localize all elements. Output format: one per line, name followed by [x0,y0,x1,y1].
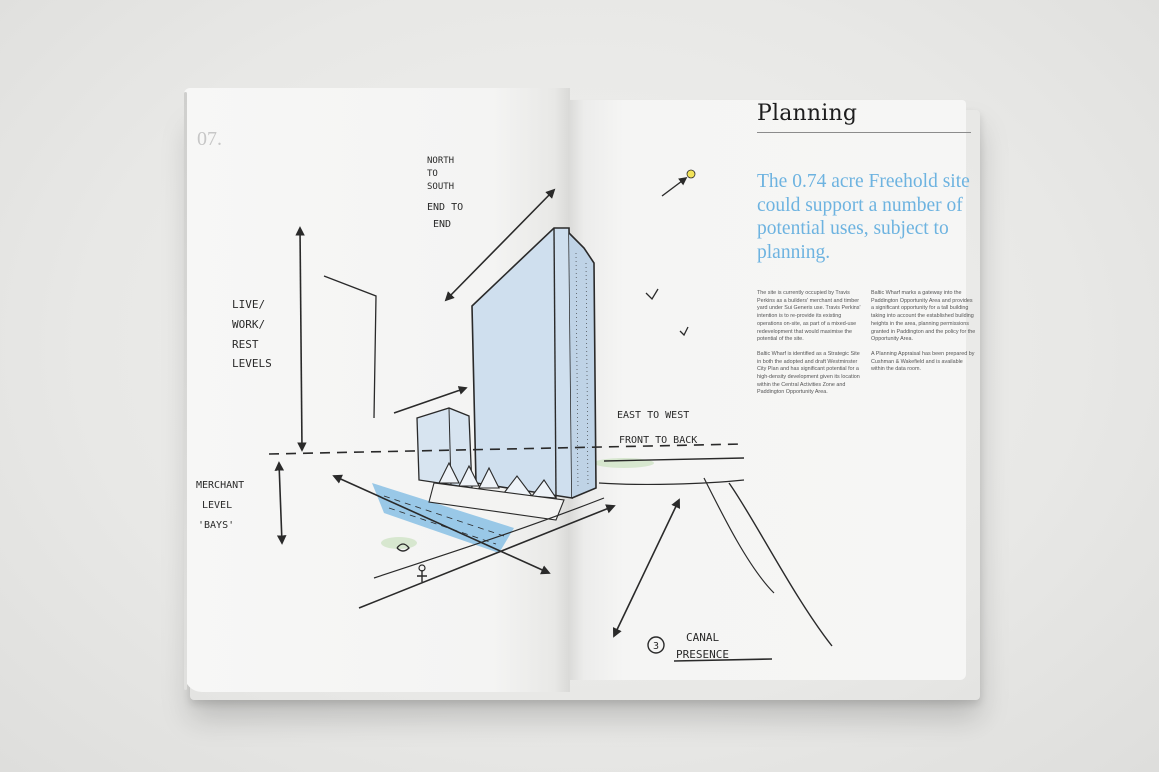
label-end: END [433,219,451,230]
label-front-to-back: FRONT TO BACK [619,435,697,446]
mid-building [416,407,473,489]
label-north: NORTH [427,156,454,166]
title-divider [757,132,971,133]
label-to: TO [427,169,438,179]
label-levels: LEVELS [232,357,272,370]
tall-tower [471,227,597,499]
headline: The 0.74 acre Freehold site could suppor… [757,171,970,263]
sun-icon [686,169,696,179]
paragraph: The site is currently occupied by Travis… [757,290,861,343]
label-south: SOUTH [427,182,454,192]
label-live: LIVE/ [232,298,265,311]
architectural-sketch: NORTH TO SOUTH END TO END LIVE/ WORK/ RE… [196,156,833,662]
label-level: LEVEL [202,500,232,511]
label-canal-number: 3 [653,641,659,652]
paragraph: Baltic Wharf marks a gateway into the Pa… [871,290,976,343]
label-end-to: END TO [427,202,463,213]
body-column-2: Baltic Wharf marks a gateway into the Pa… [871,290,977,381]
paragraph: A Planning Appraisal has been prepared b… [871,350,975,373]
page-number: 07. [197,128,222,150]
label-bays: 'BAYS' [198,520,234,531]
label-merchant: MERCHANT [196,480,244,491]
label-canal: CANAL [686,631,719,644]
body-column-1: The site is currently occupied by Travis… [757,290,863,404]
paragraph: Baltic Wharf is identified as a Strategi… [757,350,860,396]
section-title: Planning [757,101,858,126]
label-rest: REST [232,338,259,351]
label-work: WORK/ [232,318,265,331]
label-presence: PRESENCE [676,648,729,661]
label-east-to-west: EAST TO WEST [617,410,689,421]
